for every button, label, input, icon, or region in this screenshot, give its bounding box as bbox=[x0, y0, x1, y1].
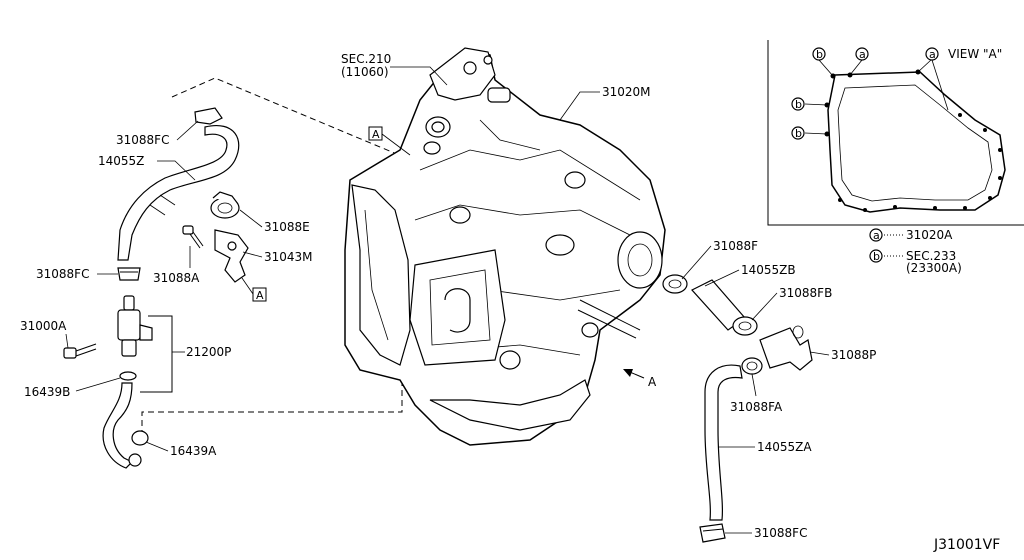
svg-text:b: b bbox=[816, 48, 823, 61]
label-31020M: 31020M bbox=[602, 85, 651, 99]
transmission-body bbox=[141, 47, 666, 446]
svg-text:a: a bbox=[929, 48, 936, 61]
view-a-title: VIEW "A" bbox=[948, 47, 1002, 61]
label-16439B: 16439B bbox=[24, 385, 70, 399]
view-marker-b-2: b bbox=[791, 97, 805, 111]
svg-text:a: a bbox=[859, 48, 866, 61]
label-31088FC-top: 31088FC bbox=[116, 133, 169, 147]
ref-box-a-main: A bbox=[368, 126, 411, 156]
label-31088F: 31088F bbox=[713, 239, 758, 253]
legend-a-part: 31020A bbox=[906, 228, 953, 242]
label-sec210-sub: (11060) bbox=[341, 65, 389, 79]
label-31088E: 31088E bbox=[264, 220, 310, 234]
label-16439A: 16439A bbox=[170, 444, 217, 458]
label-31088P: 31088P bbox=[831, 348, 876, 362]
view-arrow-a: A bbox=[623, 369, 657, 389]
ref-box-a-left: A bbox=[241, 277, 267, 302]
legend-b-sub: (23300A) bbox=[906, 261, 962, 275]
right-hose-assembly bbox=[662, 274, 813, 543]
label-21200P: 21200P bbox=[186, 345, 231, 359]
label-31000A: 31000A bbox=[20, 319, 67, 333]
leader-lines bbox=[65, 66, 830, 534]
label-31088A: 31088A bbox=[153, 271, 200, 285]
label-14055ZB: 14055ZB bbox=[741, 263, 796, 277]
diagram-code: J31001VF bbox=[933, 537, 1000, 553]
label-31088FA: 31088FA bbox=[730, 400, 783, 414]
view-marker-b-1: b bbox=[812, 47, 826, 61]
label-14055Z: 14055Z bbox=[98, 154, 144, 168]
label-14055ZA: 14055ZA bbox=[757, 440, 812, 454]
view-marker-a-1: a bbox=[855, 47, 869, 61]
svg-text:A: A bbox=[256, 289, 264, 302]
label-sec210: SEC.210 bbox=[341, 52, 391, 66]
left-hose-assembly bbox=[63, 107, 249, 469]
label-31088FB: 31088FB bbox=[779, 286, 832, 300]
label-31088FC-bottom: 31088FC bbox=[754, 526, 807, 540]
view-marker-a-2: a bbox=[925, 47, 939, 61]
svg-text:A: A bbox=[372, 128, 380, 141]
svg-text:b: b bbox=[795, 98, 802, 111]
label-31088FC-left: 31088FC bbox=[36, 267, 89, 281]
legend-a: a 31020A bbox=[869, 228, 953, 242]
svg-text:a: a bbox=[873, 229, 880, 242]
label-31043M: 31043M bbox=[264, 250, 313, 264]
svg-text:b: b bbox=[795, 127, 802, 140]
legend-b-part: SEC.233 bbox=[906, 249, 956, 263]
legend-b: b SEC.233 (23300A) bbox=[869, 249, 962, 275]
svg-text:A: A bbox=[648, 375, 657, 389]
svg-text:b: b bbox=[873, 250, 880, 263]
part-labels: SEC.210 (11060) 31020M 31088FC 14055Z 31… bbox=[20, 52, 876, 540]
view-a-inset: VIEW "A" bbox=[767, 40, 1024, 275]
view-marker-b-3: b bbox=[791, 126, 805, 140]
